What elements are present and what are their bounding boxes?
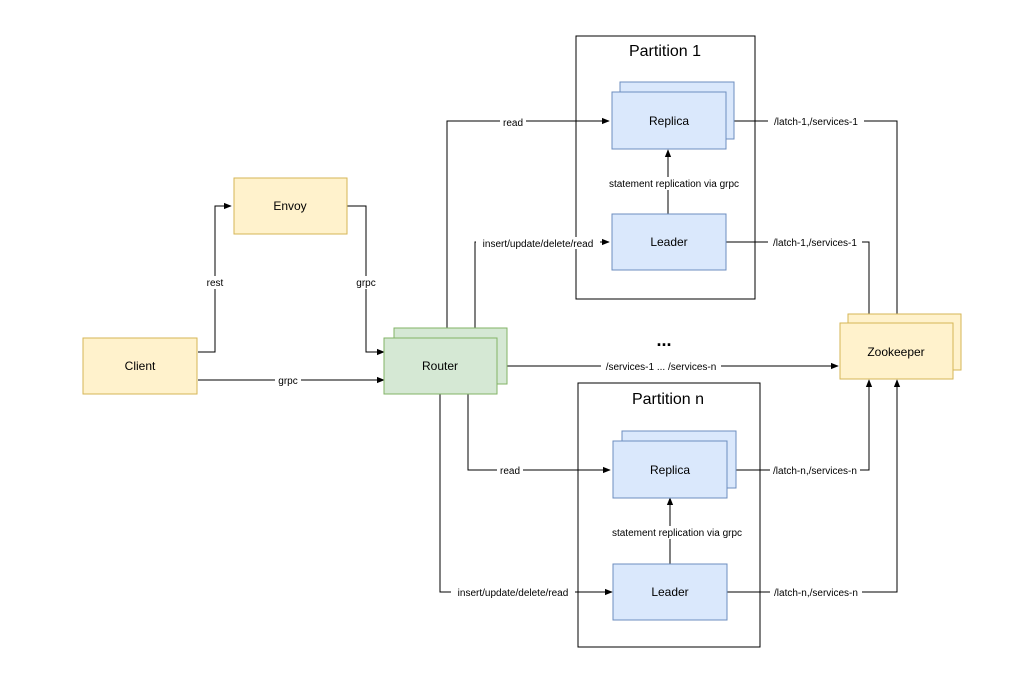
router-node: Router: [383, 327, 508, 395]
client-node: Client: [82, 337, 198, 395]
label-leader1-zk: /latch-1,/services-1: [773, 238, 857, 249]
leader-1-label: Leader: [650, 235, 687, 249]
edge-router-replica1: [446, 117, 610, 338]
client-label: Client: [125, 359, 156, 373]
label-router-leaderN: insert/update/delete/read: [458, 588, 569, 599]
replica-n-node: Replica: [612, 430, 737, 499]
leader-n-label: Leader: [651, 585, 688, 599]
label-router-zookeeper: /services-1 ... /services-n: [606, 362, 717, 373]
partition-1-title: Partition 1: [629, 43, 701, 60]
replica-1-label: Replica: [649, 114, 689, 128]
edge-router-replicaN: [467, 394, 611, 474]
replica-1-node: Replica: [611, 81, 735, 150]
label-replicaN-zk: /latch-n,/services-n: [773, 466, 857, 477]
ellipsis-label: ...: [656, 330, 671, 350]
zookeeper-node: Zookeeper: [839, 313, 962, 380]
label-client-envoy: rest: [207, 278, 224, 289]
edge-labels: rest grpc grpc read insert/update/delete…: [203, 115, 864, 599]
envoy-label: Envoy: [273, 199, 306, 213]
leader-1-node: Leader: [611, 213, 727, 271]
zookeeper-label: Zookeeper: [867, 345, 924, 359]
label-leaderN-zk: /latch-n,/services-n: [774, 588, 858, 599]
label-envoy-router: grpc: [356, 278, 375, 289]
router-label: Router: [422, 359, 458, 373]
label-client-router: grpc: [278, 376, 297, 387]
label-router-leader1: insert/update/delete/read: [483, 239, 594, 250]
label-replication-n: statement replication via grpc: [612, 528, 742, 539]
label-replication-1: statement replication via grpc: [609, 179, 739, 190]
label-replica1-zk: /latch-1,/services-1: [774, 117, 858, 128]
envoy-node: Envoy: [233, 177, 348, 235]
label-router-replica1: read: [503, 118, 523, 129]
partition-n-title: Partition n: [632, 391, 704, 408]
label-router-replicaN: read: [500, 466, 520, 477]
leader-n-node: Leader: [612, 563, 728, 621]
replica-n-label: Replica: [650, 463, 690, 477]
